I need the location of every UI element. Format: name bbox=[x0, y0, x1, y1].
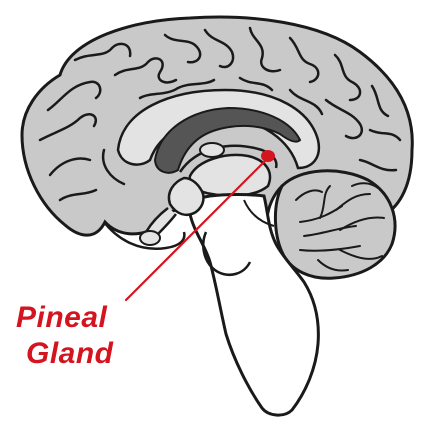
pituitary-gland bbox=[140, 231, 160, 245]
callout-label-line1: Pineal bbox=[16, 302, 107, 334]
callout-label-line2: Gland bbox=[26, 338, 114, 370]
pineal-gland-marker bbox=[261, 150, 275, 162]
interthalamic-adhesion bbox=[200, 143, 224, 157]
